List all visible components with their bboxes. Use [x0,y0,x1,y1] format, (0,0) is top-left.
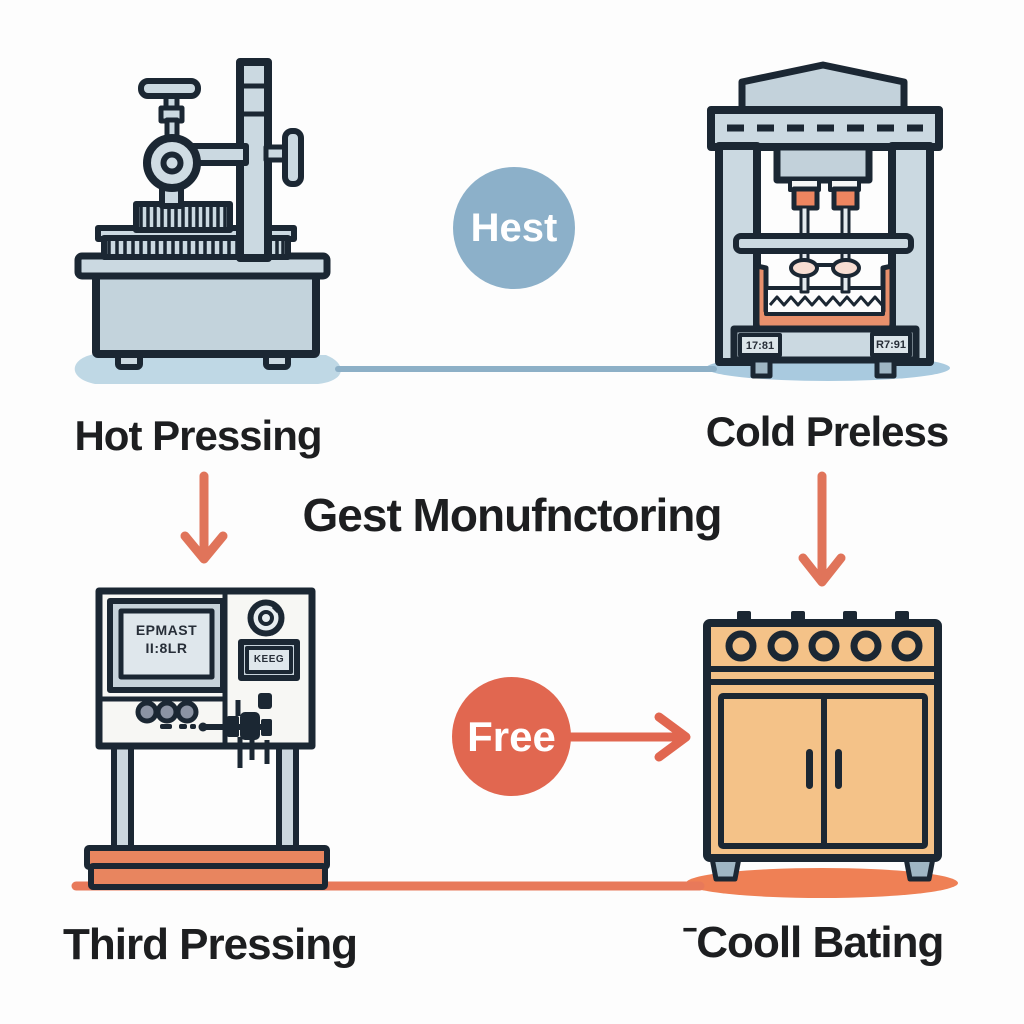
free-arrow-icon [562,712,691,762]
handle-block-small [227,716,239,737]
cold-press-tray-zigzag [768,295,884,307]
panel-logo-icon [247,599,285,637]
arrow-cold-to-cool-icon [798,471,846,587]
handle-rod-tip [198,722,208,732]
cold-preless-label: Cold Preless [705,408,949,455]
handle-pins [235,700,270,768]
handle-block-large [240,712,260,740]
cold-press-illustration [707,61,943,379]
hot-press-side-handle [282,128,304,187]
cold-press-plate-box-right [870,332,912,357]
third-pressing-label: Third Pressing [62,920,358,969]
hot-press-ribs-small [139,207,227,227]
burner-knob-icon [850,630,882,662]
oven-band-lines [707,666,938,685]
knob-icon [175,700,199,724]
burner-knob-icon [725,630,757,662]
cooll-bating-label: ˉCooll Bating [682,918,945,967]
arrow-hot-to-third-icon [180,471,228,564]
panel-dash [179,724,187,729]
knob-icon [135,700,159,724]
control-panel-leg-right [276,741,299,855]
handle-block-end [261,719,272,736]
hot-press-base-box [92,268,320,358]
free-badge: Free [452,677,571,796]
burner-knob-icon [891,630,923,662]
hot-press-shadow [74,354,341,384]
keypad-label: KEEG [253,654,285,665]
oven-illustration [703,611,942,882]
hot-press-t-handle [138,78,201,99]
heat-badge-label: Hest [470,205,558,250]
hot-press-column-joints [240,83,268,117]
diagram-title: Gest Monufnctoring [302,489,723,541]
control-panel-leg-left [111,741,134,855]
panel-dash [160,724,172,729]
cold-press-plate-right-text: R7:91 [876,339,906,351]
cold-press-piston-left [791,186,820,211]
keypad-box [245,646,293,674]
panel-dash [190,724,196,729]
cold-press-plate-box-left [738,333,782,357]
burner-knob-icon [767,630,799,662]
panel-switch [258,693,272,709]
flow-arrows [180,471,846,762]
control-panel-screen-text: EPMAST II:8LR [121,621,212,657]
control-panel-base-bottom [88,863,328,890]
cold-press-foot-left [750,357,773,379]
hot-press-illustration [74,58,331,370]
screen-line-2: II:8LR [145,640,188,656]
cold-press-collar-left [789,258,819,278]
panel-logo-notch [271,605,280,614]
hot-pressing-label: Hot Pressing [74,412,322,459]
cold-press-cap [738,61,908,115]
cold-press-piston-right [831,186,860,211]
control-panel-illustration [84,587,330,890]
heat-badge: Hest [453,167,575,289]
burner-knob-icon [808,630,840,662]
cold-press-plate-left-text: 17:81 [745,340,775,352]
cold-press-head [773,143,873,184]
oven-shadow [686,868,958,898]
hot-press-wheel-hub [160,151,184,175]
panel-logo-inner [258,610,274,626]
control-panel-screen [118,608,215,680]
free-badge-label: Free [467,712,556,760]
oven-door-handle-left [806,749,813,789]
cold-press-crossbar [733,233,914,254]
cold-press-foot-right [874,357,897,379]
knob-icon [155,700,179,724]
oven-door-handle-right [835,749,842,789]
cold-press-collar-right [831,258,861,278]
screen-line-1: EPMAST [135,622,198,638]
